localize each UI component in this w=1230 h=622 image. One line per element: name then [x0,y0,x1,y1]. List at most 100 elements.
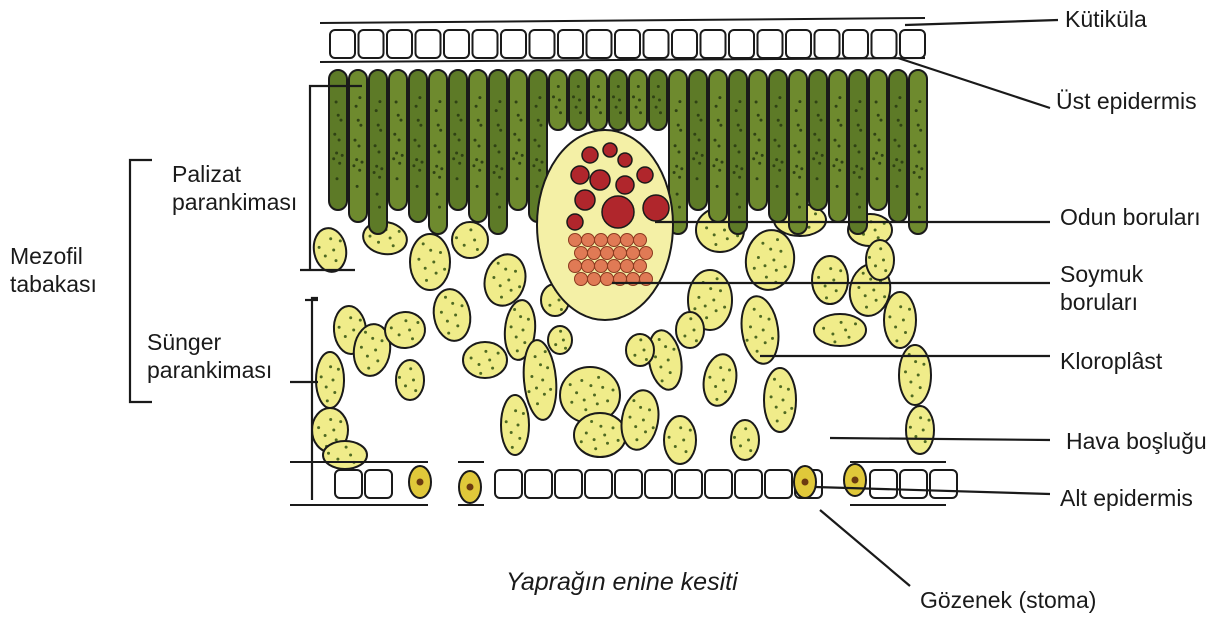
chloroplast-dot [575,391,578,394]
guard-cell-nucleus [467,484,474,491]
chloroplast-dot [715,105,718,108]
chloroplast-dot [515,152,518,155]
phloem-cell [588,273,601,286]
chloroplast-dot [414,139,417,142]
chloroplast-dot [818,162,821,165]
chloroplast-dot [775,406,778,409]
chloroplast-dot [815,101,818,104]
chloroplast-dot [355,105,358,108]
chloroplast-dot [654,355,657,358]
chloroplast-dot [895,339,898,342]
chloroplast-dot [491,367,494,370]
chloroplast-dot [361,161,364,164]
chloroplast-dot [685,450,688,453]
spongy-cell [906,406,934,454]
chloroplast-dot [463,244,466,247]
chloroplast-dot [470,357,473,360]
chloroplast-dot [822,327,825,330]
chloroplast-dot [919,386,922,389]
chloroplast-dot [716,277,719,280]
chloroplast-dot [795,165,798,168]
chloroplast-dot [415,105,418,108]
chloroplast-dot [776,185,779,188]
chloroplast-dot [675,109,678,112]
chloroplast-dot [606,442,609,445]
spongy-cell [664,416,696,464]
chloroplast-dot [881,154,884,157]
label-mezofil-line1: Mezofil [10,243,83,269]
chloroplast-dot [771,337,774,340]
chloroplast-dot [769,248,772,251]
chloroplast-dot [740,167,743,170]
chloroplast-dot [404,384,407,387]
chloroplast-dot [414,389,417,392]
chloroplast-dot [456,177,459,180]
label-palizat-line2: parankiması [172,189,297,215]
label-palizat-line1: Palizat [172,161,241,187]
chloroplast-dot [335,152,338,155]
chloroplast-dot [332,379,335,382]
chloroplast-dot [438,151,441,154]
chloroplast-dot [558,299,561,302]
chloroplast-dot [902,319,905,322]
chloroplast-dot [498,100,501,103]
chloroplast-dot [839,124,842,127]
chloroplast-dot [497,262,500,265]
chloroplast-dot [773,378,776,381]
chloroplast-dot [664,345,667,348]
chloroplast-dot [539,363,542,366]
chloroplast-dot [358,145,361,148]
chloroplast-dot [612,426,615,429]
chloroplast-dot [895,105,898,108]
spongy-cell [866,240,894,280]
chloroplast-dot [793,171,796,174]
sunger-bracket [312,298,318,500]
chloroplast-dot [882,259,885,262]
chloroplast-dot [527,318,530,321]
chloroplast-dot [858,151,861,154]
chloroplast-dot [775,269,778,272]
chloroplast-dot [679,426,682,429]
chloroplast-dot [340,119,343,122]
chloroplast-dot [798,100,801,103]
chloroplast-dot [324,255,327,258]
chloroplast-dot [520,119,523,122]
chloroplast-dot [672,348,675,351]
label-soymuk-line2: boruları [1060,289,1138,315]
chloroplast-dot [838,169,841,172]
chloroplast-dot [764,341,767,344]
spongy-cell [463,342,507,378]
chloroplast-dot [434,144,437,147]
chloroplast-dot [728,369,731,372]
chloroplast-dot [815,152,818,155]
chloroplast-dot [335,101,338,104]
chloroplast-dot [854,322,857,325]
chloroplast-dot [337,368,340,371]
chloroplast-dot [446,320,449,323]
chloroplast-dot [612,389,615,392]
chloroplast-dot [451,302,454,305]
chloroplast-dot [689,317,692,320]
upper-epidermis-cell [900,30,925,58]
spongy-cell [452,222,488,258]
chloroplast-dot [376,193,379,196]
chloroplast-dot [875,152,878,155]
chloroplast-dot [418,169,421,172]
upper-epidermis-cell [501,30,526,58]
chloroplast-dot [583,399,586,402]
chloroplast-dot [618,99,621,102]
chloroplast-dot [738,151,741,154]
chloroplast-dot [715,309,718,312]
chloroplast-dot [339,239,342,242]
chloroplast-dot [798,151,801,154]
chloroplast-dot [523,341,526,344]
chloroplast-dot [436,193,439,196]
chloroplast-dot [518,139,521,142]
lower-epidermis-cell [645,470,672,498]
chloroplast-dot [398,376,401,379]
chloroplast-dot [612,95,615,98]
chloroplast-dot [332,429,335,432]
chloroplast-dot [718,169,721,172]
chloroplast-dot [447,332,450,335]
phloem-cell [582,234,595,247]
